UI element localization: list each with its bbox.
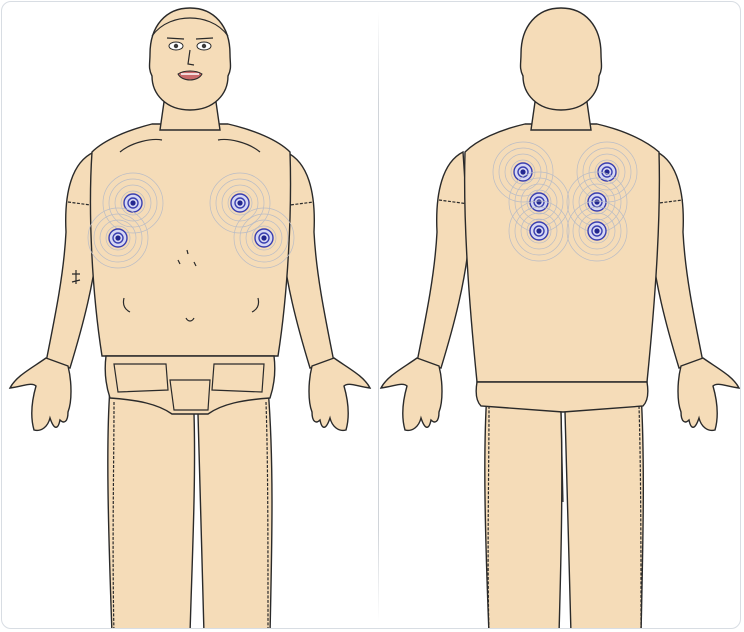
front-head bbox=[150, 8, 231, 110]
back-head bbox=[521, 8, 602, 110]
back-body-illustration bbox=[379, 2, 741, 629]
front-body-illustration bbox=[2, 2, 378, 629]
back-pelvis bbox=[476, 382, 648, 412]
back-legs bbox=[485, 392, 643, 629]
front-view bbox=[2, 2, 378, 629]
back-view bbox=[379, 2, 741, 629]
back-torso bbox=[465, 124, 660, 382]
front-legs bbox=[108, 388, 272, 629]
